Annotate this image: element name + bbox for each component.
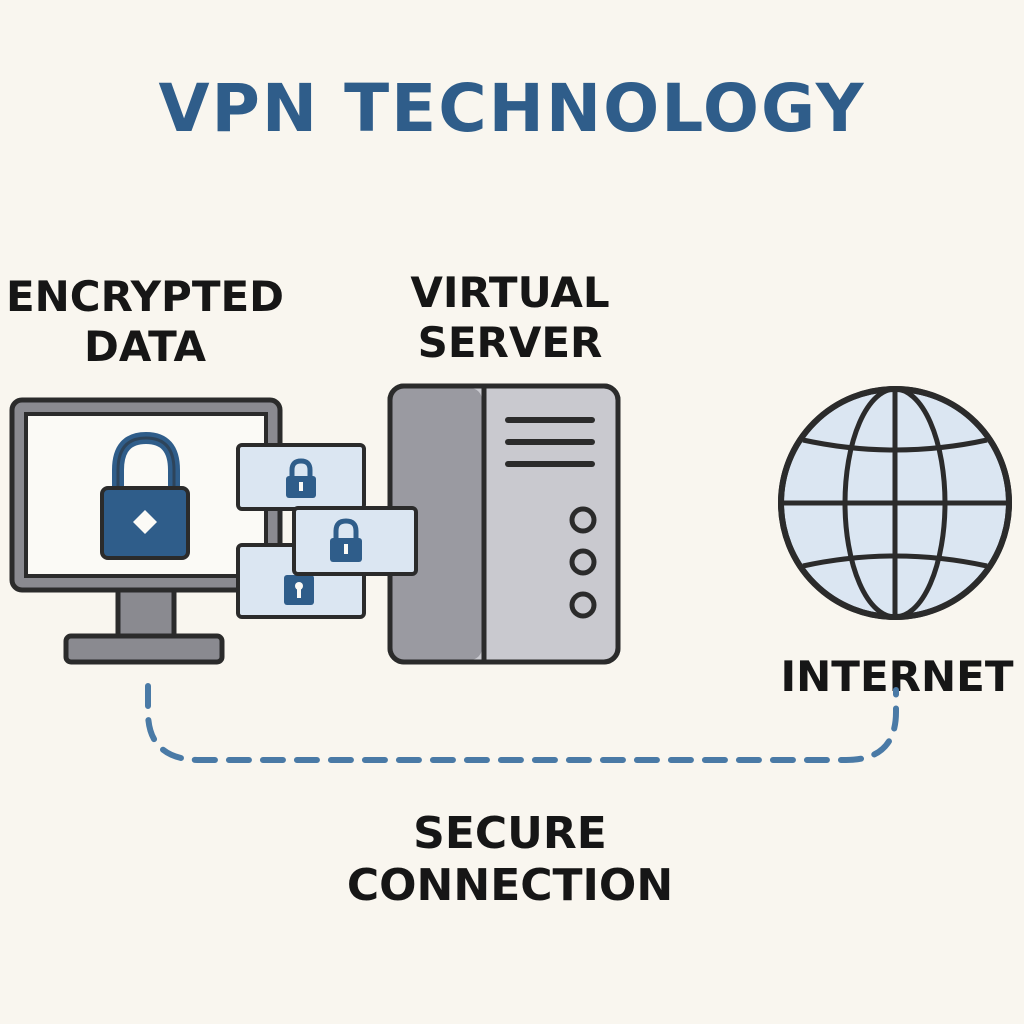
secure-connection-label-line1: SECURE bbox=[413, 808, 607, 859]
globe-icon bbox=[778, 386, 1012, 620]
virtual-server-label-line2: SERVER bbox=[417, 317, 603, 367]
encrypted-data-label-line1: ENCRYPTED bbox=[5, 272, 285, 321]
secure-connection-label-line2: CONNECTION bbox=[346, 859, 674, 911]
data-packet-icon bbox=[292, 506, 418, 576]
encrypted-data-label: ENCRYPTED DATA bbox=[0, 272, 290, 371]
diagram-title: VPN TECHNOLOGY bbox=[158, 70, 866, 147]
data-packet-icon bbox=[236, 443, 366, 511]
virtual-server-label: VIRTUAL SERVER bbox=[380, 268, 640, 367]
encrypted-data-label-line2: DATA bbox=[83, 321, 206, 371]
padlock-icon bbox=[100, 431, 190, 560]
secure-connection-line bbox=[145, 683, 899, 763]
virtual-server-label-line1: VIRTUAL bbox=[410, 268, 610, 317]
secure-connection-label: SECURE CONNECTION bbox=[300, 808, 720, 912]
server-icon bbox=[387, 383, 621, 665]
